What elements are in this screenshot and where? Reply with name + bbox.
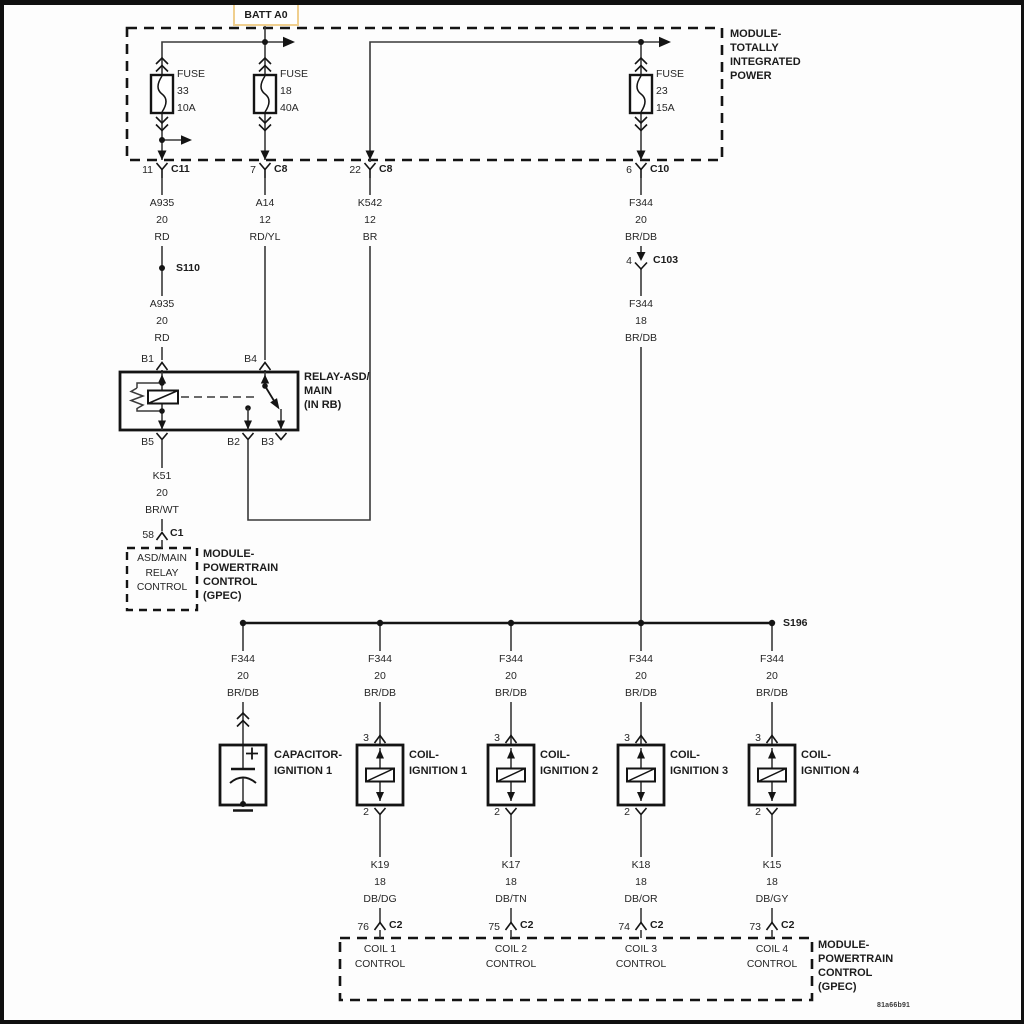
coil4-label: COIL- IGNITION 4 [801,749,860,777]
coil2-pin-top: 3 [494,732,500,744]
coil1-label: COIL- IGNITION 1 [409,749,468,777]
splice-s196-bus [239,619,776,627]
wire-label-k542: K542 12 BR [352,195,388,246]
coil-ignition-4-symbol [747,734,797,822]
document-code: 81a66b91 [877,1002,911,1009]
coil4-pin-bottom: 2 [755,806,761,818]
connector-c2-pin-76: 76 [357,921,369,933]
relay-pin-b1: B1 [141,353,154,365]
c2-connector-symbols [373,921,779,938]
fuse-23-label: FUSE 23 15A [656,68,685,114]
coil2-label: COIL- IGNITION 2 [540,749,599,777]
connector-c1-name: C1 [170,527,184,539]
page-frame-right [1021,0,1024,1024]
wire-label-branch-capacitor: F344 20 BR/DB [221,651,265,702]
coil-ignition-1-symbol [355,734,405,822]
battery-feed-wires [161,23,659,162]
connector-c103-name: C103 [653,254,679,266]
connector-c8a-pin: 7 [250,164,256,176]
pcm-top-module-label: MODULE- POWERTRAIN CONTROL (GPEC) [203,548,279,602]
connector-c1-pin: 58 [142,529,154,541]
capacitor-ignition-symbol [218,711,268,812]
connector-c2-name-2: C2 [520,919,534,931]
wire-label-branch-coil4: F344 20 BR/DB [750,651,794,702]
feed-arrows [181,36,671,145]
connector-c10-pin: 6 [626,164,632,176]
battery-feed-label: BATT A0 [233,3,299,26]
coil1-pin-bottom: 2 [363,806,369,818]
wire-label-k19: K19 18 DB/DG [358,857,402,908]
coil1-control-label: COIL 1 CONTROL [354,944,406,970]
page-frame-left [0,0,4,1024]
splice-s110-dot [159,265,165,271]
coil1-pin-top: 3 [363,732,369,744]
tipm-module-label: MODULE- TOTALLY INTEGRATED POWER [730,28,801,82]
coil3-label: COIL- IGNITION 3 [670,749,729,777]
coil2-control-label: COIL 2 CONTROL [485,944,537,970]
connector-c2-pin-75: 75 [488,921,500,933]
connector-c11-pin: 11 [142,164,153,176]
coil4-pin-top: 3 [755,732,761,744]
connector-c2-name-4: C2 [781,919,795,931]
relay-pin-b2: B2 [227,436,240,448]
coil4-control-label: COIL 4 CONTROL [746,944,798,970]
wire-label-k51: K51 20 BR/WT [140,468,184,519]
wire-label-k18: K18 18 DB/OR [619,857,663,908]
wire-label-a935-upper: A935 20 RD [144,195,180,246]
connector-c10-name: C10 [650,163,670,175]
wire-label-f344-20: F344 20 BR/DB [619,195,663,246]
connector-c2-name-1: C2 [389,919,403,931]
coil3-pin-top: 3 [624,732,630,744]
connector-c2-name-3: C2 [650,919,664,931]
wire-label-a935-lower: A935 20 RD [144,296,180,347]
coil2-pin-bottom: 2 [494,806,500,818]
connector-c8b-pin: 22 [349,164,361,176]
splice-s110-label: S110 [176,262,200,274]
wire-label-k17: K17 18 DB/TN [490,857,532,908]
relay-pin-b3: B3 [261,436,274,448]
wire-label-f344-18: F344 18 BR/DB [619,296,663,347]
splice-s196-label: S196 [783,617,808,629]
fuse-23-symbol [628,56,654,132]
relay-label: RELAY-ASD/ MAIN (IN RB) [304,371,370,411]
connector-c8b-name: C8 [379,163,393,175]
fuse-33-label: FUSE 33 10A [177,68,206,114]
page-frame-bottom [0,1020,1024,1024]
pcm-asd-control-label: ASD/MAIN RELAY CONTROL [136,553,188,593]
connector-c103-pin: 4 [626,255,632,267]
pcm-bottom-module-box [338,936,814,1002]
page-frame-top [0,0,1024,5]
tipm-exit-connector-symbols [155,150,648,178]
connector-c2-pin-73: 73 [749,921,761,933]
connector-c2-pin-74: 74 [618,921,630,933]
wire-label-branch-coil3: F344 20 BR/DB [619,651,663,702]
c103-connector-symbol [634,252,648,271]
coil-ignition-2-symbol [486,734,536,822]
coil3-control-label: COIL 3 CONTROL [615,944,667,970]
relay-pin-b5: B5 [141,436,154,448]
fuse-18-symbol [252,56,278,132]
battery-feed-text: BATT A0 [244,8,288,21]
pcm-bottom-module-label: MODULE- POWERTRAIN CONTROL (GPEC) [818,939,894,993]
wire-label-branch-coil2: F344 20 BR/DB [489,651,533,702]
wire-label-branch-coil1: F344 20 BR/DB [358,651,402,702]
wire-label-a14: A14 12 RD/YL [244,195,286,246]
feed-junction-dots [159,39,644,143]
asd-relay-symbol [118,361,300,450]
coil-ignition-3-symbol [616,734,666,822]
c1-connector-symbol [155,531,169,548]
capacitor-label: CAPACITOR- IGNITION 1 [274,749,343,777]
fuse-33-symbol [149,56,175,132]
wire-label-k15: K15 18 DB/GY [750,857,794,908]
fuse-18-label: FUSE 18 40A [280,68,309,114]
tipm-module-box [125,26,724,162]
connector-c8a-name: C8 [274,163,288,175]
connector-c11-name: C11 [171,163,190,175]
coil3-pin-bottom: 2 [624,806,630,818]
relay-pin-b4: B4 [244,353,257,365]
